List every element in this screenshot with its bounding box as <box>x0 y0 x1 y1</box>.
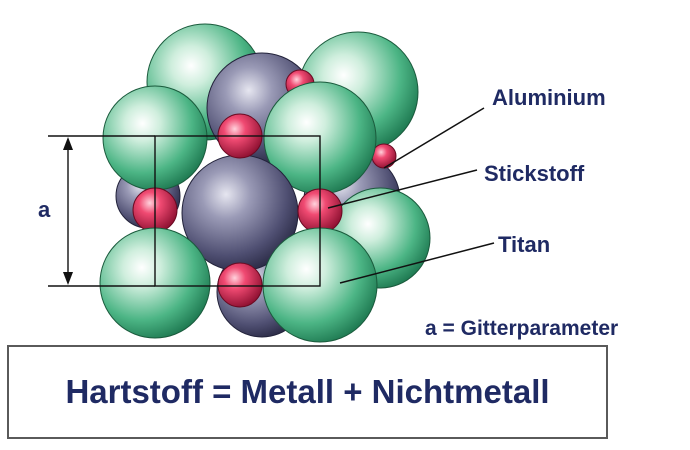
lattice-parameter-note: a = Gitterparameter <box>425 317 619 340</box>
arrow-head-down <box>63 272 73 285</box>
stickstoff-leader-line <box>327 169 478 209</box>
titan-label: Titan <box>498 232 551 257</box>
unit-cell-outline <box>154 135 321 287</box>
arrow-head-up <box>63 137 73 150</box>
lattice-parameter-symbol: a <box>38 197 51 222</box>
aluminium-leader-line <box>383 107 485 169</box>
aluminium-label: Aluminium <box>492 85 606 110</box>
stickstoff-atom <box>217 262 263 308</box>
formula-box: Hartstoff = Metall + Nichtmetall <box>7 345 608 439</box>
formula-text: Hartstoff = Metall + Nichtmetall <box>65 373 550 410</box>
titan-leader-line <box>339 242 495 284</box>
stickstoff-label: Stickstoff <box>484 161 585 186</box>
